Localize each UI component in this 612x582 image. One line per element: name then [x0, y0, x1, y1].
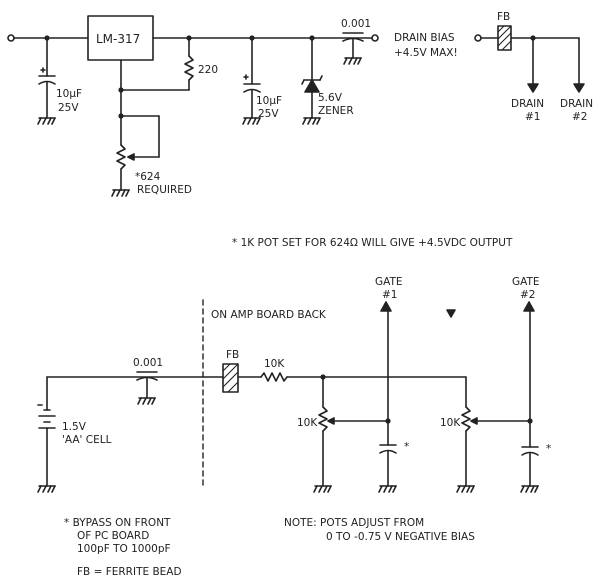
zener-value-label: 5.6V [318, 92, 343, 104]
pot-value-note: *624 [135, 171, 161, 183]
bypass-note-line-3: 100pF TO 1000pF [77, 543, 171, 555]
resistor-220-label: 220 [198, 64, 218, 76]
fb-input-terminal [474, 34, 482, 42]
input-terminal [7, 34, 15, 42]
ground-symbol [242, 117, 261, 125]
drain-bias-circuit: 10μF 25V LM-317 220 [7, 11, 593, 197]
pots-adjust-note-1: NOTE: POTS ADJUST FROM [284, 517, 424, 529]
input-cap-value-label: 10μF [56, 88, 82, 100]
ground-symbol [111, 189, 130, 197]
amp-board-label: ON AMP BOARD BACK [211, 309, 327, 321]
series-resistor-10k [260, 372, 288, 382]
ferrite-bead-top [497, 25, 512, 51]
drain-bias-terminal [371, 34, 379, 42]
cap-0001-top-label: 0.001 [341, 18, 371, 30]
ground-symbol [456, 485, 475, 493]
junction-dot [385, 418, 391, 424]
ground-symbol [37, 117, 56, 125]
drain2-number: #2 [572, 111, 587, 123]
drain1-number: #1 [525, 111, 540, 123]
fb-bottom-label: FB [226, 349, 239, 361]
stray-mark [446, 309, 456, 318]
pot2-value-label: 10K [440, 417, 461, 429]
pot1-value-label: 10K [297, 417, 318, 429]
drain2-label: DRAIN [560, 98, 593, 110]
bypass-star-2: * [546, 443, 551, 455]
pot-setting-note: * 1K POT SET FOR 624Ω WILL GIVE +4.5VDC … [232, 237, 513, 249]
gate2-arrow [523, 301, 535, 312]
battery-value-label: 1.5V [62, 421, 87, 433]
ferrite-bead-bottom [222, 363, 239, 393]
series-resistor-label: 10K [264, 358, 285, 370]
bypass-note-line-2: OF PC BOARD [77, 530, 149, 542]
fb-top-label: FB [497, 11, 510, 23]
gate2-bypass-cap [521, 446, 539, 487]
bypass-note-line-1: * BYPASS ON FRONT [64, 517, 171, 529]
output-capacitor [243, 37, 261, 119]
pots-adjust-note-2: 0 TO -0.75 V NEGATIVE BIAS [326, 531, 475, 543]
ground-symbol [520, 485, 539, 493]
gate2-pot-10k [461, 406, 531, 487]
fb-legend-note: FB = FERRITE BEAD [77, 566, 182, 578]
bypass-capacitor-bottom [136, 371, 158, 405]
gate2-label: GATE [512, 276, 540, 288]
drain2-arrow [573, 83, 585, 93]
resistor-220 [120, 37, 194, 91]
zener-diode [301, 37, 323, 119]
junction-dot [118, 87, 124, 93]
gate1-arrow [380, 301, 392, 312]
regulator-label: LM-317 [96, 32, 140, 46]
gate1-pot-10k [318, 376, 389, 487]
pot-required-note: REQUIRED [137, 184, 192, 196]
zener-word-label: ZENER [318, 105, 354, 117]
drain-bias-max-label: +4.5V MAX! [394, 47, 458, 59]
battery-1-5v [37, 376, 56, 487]
ground-symbol [378, 485, 397, 493]
input-cap-voltage-label: 25V [58, 102, 79, 114]
ground-symbol [37, 485, 56, 493]
output-cap-voltage-label: 25V [258, 108, 279, 120]
gate2-number: #2 [520, 289, 535, 301]
gate1-label: GATE [375, 276, 403, 288]
drain-bias-label: DRAIN BIAS [394, 32, 455, 44]
ground-symbol [302, 117, 321, 125]
output-cap-value-label: 10μF [256, 95, 282, 107]
battery-type-label: 'AA' CELL [62, 434, 112, 446]
bypass-star-1: * [404, 441, 409, 453]
drain1-label: DRAIN [511, 98, 544, 110]
gate-bias-circuit: GATE #1 GATE #2 ON AMP BOARD BACK 1.5V '… [37, 276, 551, 493]
drain1-arrow [527, 83, 539, 93]
ground-symbol [313, 485, 332, 493]
input-capacitor [38, 37, 56, 119]
junction-dot [527, 418, 533, 424]
gate1-bypass-cap [379, 444, 397, 487]
bypass-capacitor-top [342, 32, 364, 65]
cap-0001-bottom-label: 0.001 [133, 357, 163, 369]
gate1-number: #1 [382, 289, 397, 301]
pot-1k [116, 115, 160, 191]
